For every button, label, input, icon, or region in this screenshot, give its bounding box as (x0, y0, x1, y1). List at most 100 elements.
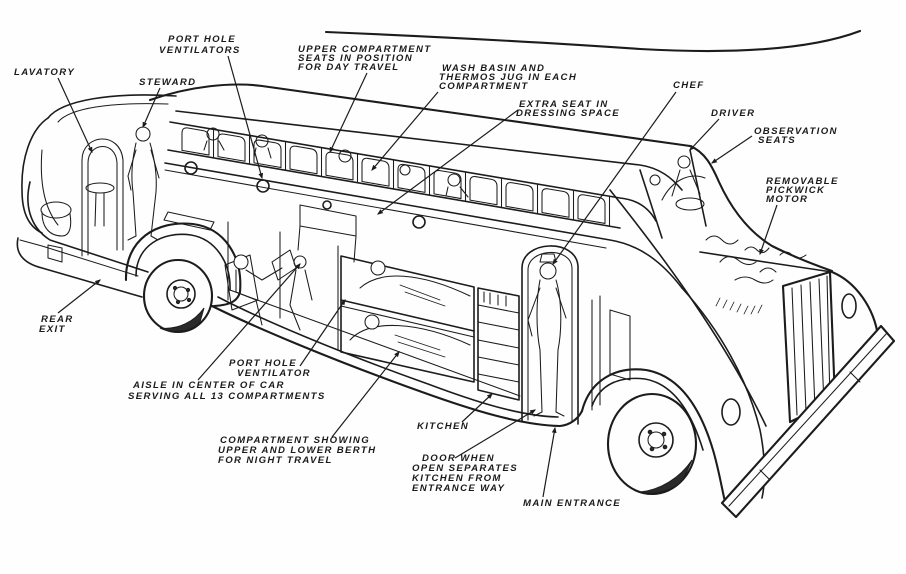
window-passengers (203, 127, 469, 198)
label-line: MAIN ENTRANCE (523, 498, 621, 509)
leader-lines (57, 55, 778, 498)
label-line: UPPER AND LOWER BERTH (218, 445, 376, 456)
label-rear-exit: REAR EXIT (39, 314, 74, 335)
leader-wash-basin (371, 91, 439, 171)
label-line: SERVING ALL 13 COMPARTMENTS (128, 391, 326, 402)
label-line: DOOR WHEN (422, 453, 495, 464)
label-line: LAVATORY (14, 67, 75, 78)
leader-lavatory (57, 77, 93, 154)
label-line: REAR (41, 314, 74, 325)
label-line: OPEN SEPARATES (412, 463, 518, 474)
window (577, 194, 606, 224)
leader-driver (689, 118, 720, 151)
label-line: FOR DAY TRAVEL (298, 62, 400, 73)
window (469, 176, 498, 206)
label-line: PORT HOLE (168, 34, 236, 45)
leader-main-entrance (542, 426, 557, 498)
chef-figure (527, 253, 567, 417)
front-wheel (606, 392, 698, 496)
page-edge-curve (324, 29, 862, 53)
berth-compartment (340, 255, 475, 383)
leader-chef (552, 91, 677, 265)
label-line: VENTILATORS (159, 45, 241, 56)
leader-port-hole-ventilators (227, 55, 264, 180)
leader-extra-seat (377, 109, 519, 215)
window (217, 133, 246, 162)
label-main-entrance: MAIN ENTRANCE (523, 498, 621, 509)
label-line: PORT HOLE (229, 358, 297, 369)
label-line: STEWARD (139, 77, 196, 88)
leader-kitchen (461, 393, 493, 423)
fender-light (721, 398, 741, 426)
label-line: PICKWICK (766, 185, 825, 196)
window (433, 169, 462, 200)
leader-night-compartment (331, 351, 400, 438)
front-face (830, 270, 880, 338)
label-observation-seats: OBSERVATION SEATS (754, 126, 836, 146)
label-chef: CHEF (673, 80, 705, 91)
label-line: DRESSING SPACE (516, 108, 620, 119)
label-line: THERMOS JUG IN EACH (439, 72, 577, 83)
label-line: UPPER COMPARTMENT (298, 44, 431, 55)
window (325, 151, 354, 181)
label-line: EXTRA SEAT IN (519, 99, 609, 110)
window (181, 127, 210, 156)
label-lavatory: LAVATORY (14, 67, 75, 78)
label-line: COMPARTMENT SHOWING (220, 435, 370, 446)
leader-port-hole-ventilator (299, 299, 346, 367)
front-partition (591, 295, 631, 411)
label-line: EXIT (39, 324, 66, 335)
kitchen-shelves (477, 287, 520, 401)
lower-body (210, 221, 584, 428)
leader-rear-exit (57, 279, 101, 314)
label-line: REMOVABLE (766, 176, 839, 187)
window (505, 182, 534, 212)
upper-seat (297, 204, 357, 263)
leader-removable-motor (759, 204, 778, 256)
label-port-hole-ventilators: PORT HOLE VENTILATORS (159, 34, 241, 56)
leader-aisle (197, 263, 301, 381)
window (397, 163, 426, 193)
label-line: COMPARTMENT (439, 81, 529, 92)
label-driver: DRIVER (711, 108, 755, 119)
label-line: AISLE IN CENTER OF CAR (132, 380, 285, 391)
label-line: SEATS (758, 135, 796, 146)
label-line: WASH BASIN AND (442, 63, 545, 74)
leader-observation-seats (711, 135, 753, 164)
window (289, 145, 318, 175)
window (253, 139, 282, 169)
label-wash-basin: WASH BASIN AND THERMOS JUG IN EACH COMPA… (439, 63, 577, 92)
label-steward: STEWARD (139, 77, 196, 88)
port-hole-ventilators-drawing (184, 161, 426, 229)
label-line: VENTILATOR (237, 368, 311, 379)
lavatory-drawing (40, 138, 124, 263)
label-line: CHEF (673, 80, 705, 91)
callout-labels: LAVATORY STEWARD PORT HOLE VENTILATORS U… (14, 34, 839, 509)
leader-steward (142, 87, 161, 129)
label-aisle: AISLE IN CENTER OF CAR SERVING ALL 13 CO… (128, 380, 326, 402)
label-line: DRIVER (711, 108, 755, 119)
rear-fender (124, 222, 242, 308)
steward-figure (127, 126, 160, 241)
driver-cab (639, 149, 707, 239)
label-line: FOR NIGHT TRAVEL (218, 455, 333, 466)
label-kitchen-door: DOOR WHEN OPEN SEPARATES KITCHEN FROM EN… (412, 453, 518, 494)
leader-upper-compartment (329, 72, 368, 154)
label-kitchen: KITCHEN (417, 421, 469, 432)
label-port-hole-ventilator: PORT HOLE VENTILATOR (229, 358, 311, 379)
label-removable-motor: REMOVABLE PICKWICK MOTOR (766, 176, 839, 205)
label-night-compartment: COMPARTMENT SHOWING UPPER AND LOWER BERT… (218, 435, 376, 466)
label-line: KITCHEN (417, 421, 469, 432)
leader-kitchen-door (454, 409, 537, 459)
rear-body (16, 94, 177, 298)
label-line: KITCHEN FROM (412, 473, 502, 484)
label-line: ENTRANCE WAY (412, 483, 506, 494)
label-extra-seat: EXTRA SEAT IN DRESSING SPACE (516, 99, 620, 119)
front-bumper (720, 324, 896, 519)
rear-wheel (142, 258, 214, 334)
headlight (841, 293, 857, 319)
label-upper-compartment: UPPER COMPARTMENT SEATS IN POSITION FOR … (298, 44, 431, 73)
window (541, 188, 570, 218)
